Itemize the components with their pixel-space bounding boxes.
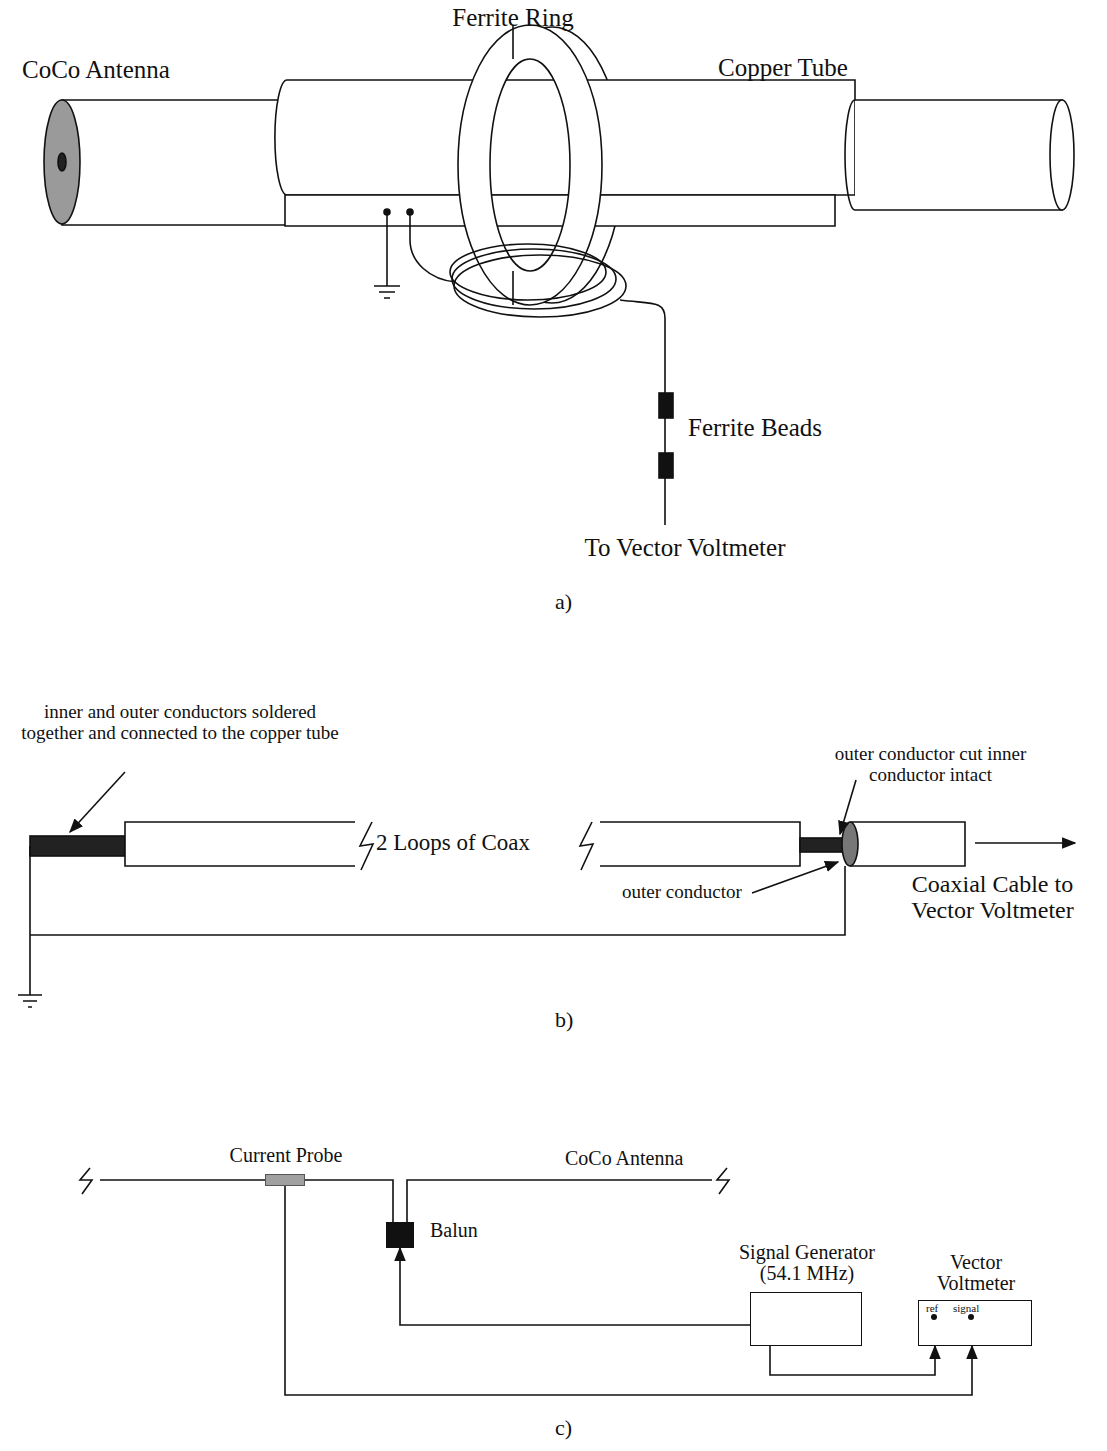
- antenna-core: [58, 153, 66, 171]
- inner-conductor: [800, 838, 848, 852]
- callout-note: inner and outer conductors soldered toge…: [20, 702, 340, 743]
- terminal: [407, 209, 413, 215]
- pin-label: signal: [953, 1303, 979, 1315]
- leader-arrow: [752, 862, 838, 893]
- pin-label: ref: [926, 1303, 938, 1315]
- break-mark: [360, 822, 593, 870]
- antenna-end: [44, 100, 80, 224]
- signal-generator-box: Signal Generator (54.1 MHz): [750, 1292, 862, 1346]
- tube-extension: [855, 100, 1062, 210]
- panel-letter: a): [555, 590, 572, 614]
- tube-far-end: [1050, 100, 1074, 210]
- instrument-label: Vector Voltmeter: [911, 1252, 1041, 1295]
- signal-cable: [285, 1186, 972, 1395]
- pin-terminal: [931, 1314, 937, 1320]
- part-label: Ferrite Ring: [413, 4, 613, 31]
- probe-label: Current Probe: [186, 1145, 386, 1167]
- signal-cable: [400, 1248, 750, 1325]
- copper-tube-end: [275, 80, 287, 195]
- current-probe: Current Probe: [265, 1174, 305, 1186]
- part-label: Copper Tube: [718, 54, 848, 81]
- part-label: Ferrite Beads: [688, 414, 822, 441]
- panel-letter: c): [555, 1416, 572, 1440]
- coax-cable: [850, 822, 965, 866]
- leader-arrow: [975, 842, 1075, 844]
- pin-terminal: [968, 1314, 974, 1320]
- ferrite-bead: [659, 453, 673, 478]
- antenna-line: [100, 1180, 712, 1222]
- part-label: Coaxial Cable to Vector Voltmeter: [905, 872, 1080, 924]
- balun-box: Balun: [386, 1222, 414, 1248]
- vector-voltmeter-box: Vector Voltmeterrefsignal: [918, 1300, 1032, 1346]
- outer-conductor-end: [842, 822, 858, 866]
- callout-note: outer conductor: [622, 882, 742, 903]
- part-label: 2 Loops of Coax: [376, 831, 530, 856]
- part-label: To Vector Voltmeter: [545, 534, 825, 561]
- part-label: CoCo Antenna: [565, 1148, 683, 1170]
- ground-wire: [18, 846, 845, 1007]
- part-label: CoCo Antenna: [22, 56, 170, 83]
- ferrite-bead: [659, 393, 673, 418]
- ring-seam: [512, 25, 514, 305]
- balun-label: Balun: [430, 1220, 478, 1242]
- ferrite-ring: [458, 25, 602, 305]
- leader-arrow: [840, 780, 856, 834]
- terminal: [384, 209, 390, 215]
- soldered-tip: [30, 836, 125, 856]
- coax-segment: [600, 822, 800, 866]
- coax-segment: [125, 822, 355, 866]
- break-mark: [80, 1168, 729, 1194]
- instrument-label: Signal Generator (54.1 MHz): [717, 1242, 897, 1285]
- winding-loops: [374, 212, 665, 525]
- leader-arrow: [70, 772, 125, 832]
- tube-step: [845, 100, 855, 210]
- panel-letter: b): [555, 1008, 573, 1032]
- ground-strip: [285, 195, 835, 226]
- signal-cable: [770, 1346, 935, 1375]
- callout-note: outer conductor cut inner conductor inta…: [828, 744, 1033, 785]
- antenna-body: [62, 100, 292, 225]
